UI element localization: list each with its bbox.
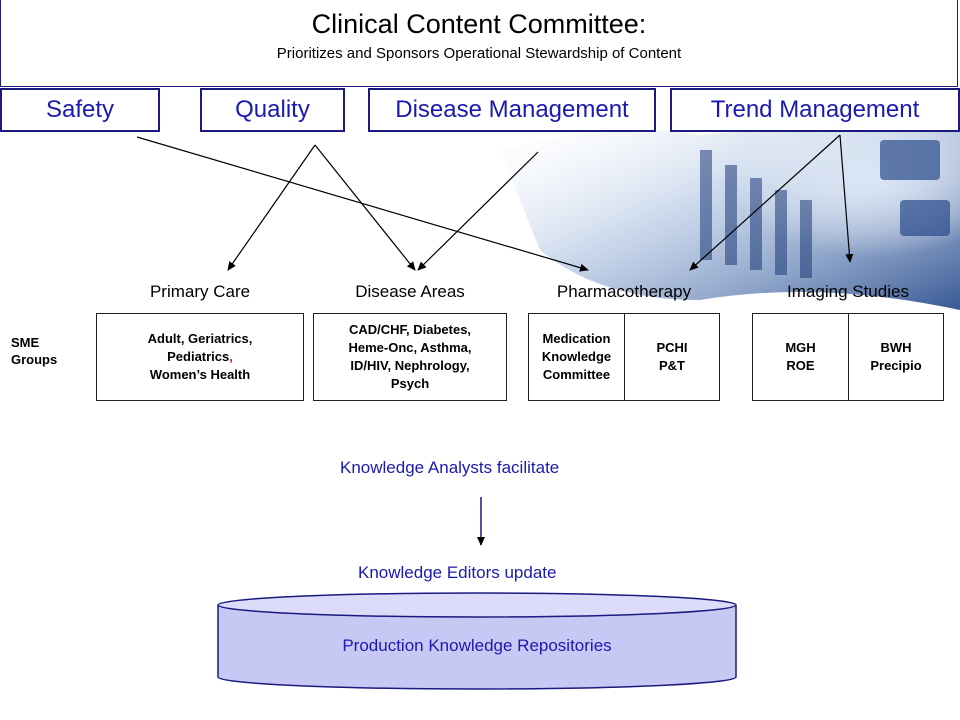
sme-line-2: Groups (11, 352, 58, 367)
disease-areas-line-1: CAD/CHF, Diabetes, (348, 322, 472, 337)
knowledge-editors-text: Knowledge Editors update (358, 563, 557, 582)
group-label-disease-areas: Disease Areas (355, 282, 465, 301)
pchi-pt-box: PCHI P&T (624, 313, 720, 401)
arrow-trend-to-pharmacotherapy (689, 134, 841, 271)
disease-areas-line-3: ID/HIV, Nephrology, (350, 358, 470, 373)
mkc-line-2: Knowledge (541, 349, 612, 364)
bwh-line-2: Precipio (870, 358, 922, 373)
primary-care-box: Adult, Geriatrics, Pediatrics, Women’s H… (96, 313, 304, 401)
bwh-line-1: BWH (880, 340, 912, 355)
mgh-line-2: ROE (786, 358, 815, 373)
primary-care-line-2-comma: , (229, 349, 233, 364)
disease-areas-box: CAD/CHF, Diabetes, Heme-Onc, Asthma, ID/… (313, 313, 507, 401)
pchi-line-2: P&T (659, 358, 685, 373)
category-quality: Quality (200, 88, 345, 132)
category-safety: Safety (0, 88, 160, 132)
sme-groups-label: SME Groups (11, 334, 57, 368)
primary-care-line-3: Women’s Health (149, 367, 251, 382)
category-disease-management: Disease Management (368, 88, 656, 132)
bwh-precipio-box: BWH Precipio (848, 313, 944, 401)
group-label-pharmacotherapy: Pharmacotherapy (556, 282, 692, 301)
arrow-quality-to-primary-care (227, 144, 316, 271)
production-repositories-label: Production Knowledge Repositories (342, 636, 612, 655)
category-trend-management: Trend Management (670, 88, 960, 132)
disease-areas-line-4: Psych (390, 376, 430, 391)
primary-care-line-2: Pediatrics (167, 349, 230, 364)
primary-care-line-1: Adult, Geriatrics, (147, 331, 253, 346)
mkc-line-3: Committee (542, 367, 611, 382)
group-label-primary-care: Primary Care (149, 282, 251, 301)
group-label-imaging-studies: Imaging Studies (787, 282, 909, 301)
committee-header: Clinical Content Committee: Prioritizes … (0, 0, 958, 87)
committee-subtitle: Prioritizes and Sponsors Operational Ste… (276, 45, 682, 62)
mkc-line-1: Medication (542, 331, 611, 346)
pchi-line-1: PCHI (656, 340, 688, 355)
knowledge-analysts-text: Knowledge Analysts facilitate (340, 458, 560, 477)
arrow-disease-mgmt-to-disease-areas (417, 151, 539, 271)
medication-knowledge-committee-box: Medication Knowledge Committee (528, 313, 625, 401)
sme-line-1: SME (11, 335, 40, 350)
mgh-line-1: MGH (785, 340, 816, 355)
disease-areas-line-2: Heme-Onc, Asthma, (348, 340, 472, 355)
arrow-quality-to-disease-areas (314, 144, 416, 271)
mgh-roe-box: MGH ROE (752, 313, 849, 401)
committee-title: Clinical Content Committee: (311, 9, 647, 39)
arrow-trend-to-imaging (839, 134, 854, 263)
repository-cylinder (217, 592, 737, 690)
